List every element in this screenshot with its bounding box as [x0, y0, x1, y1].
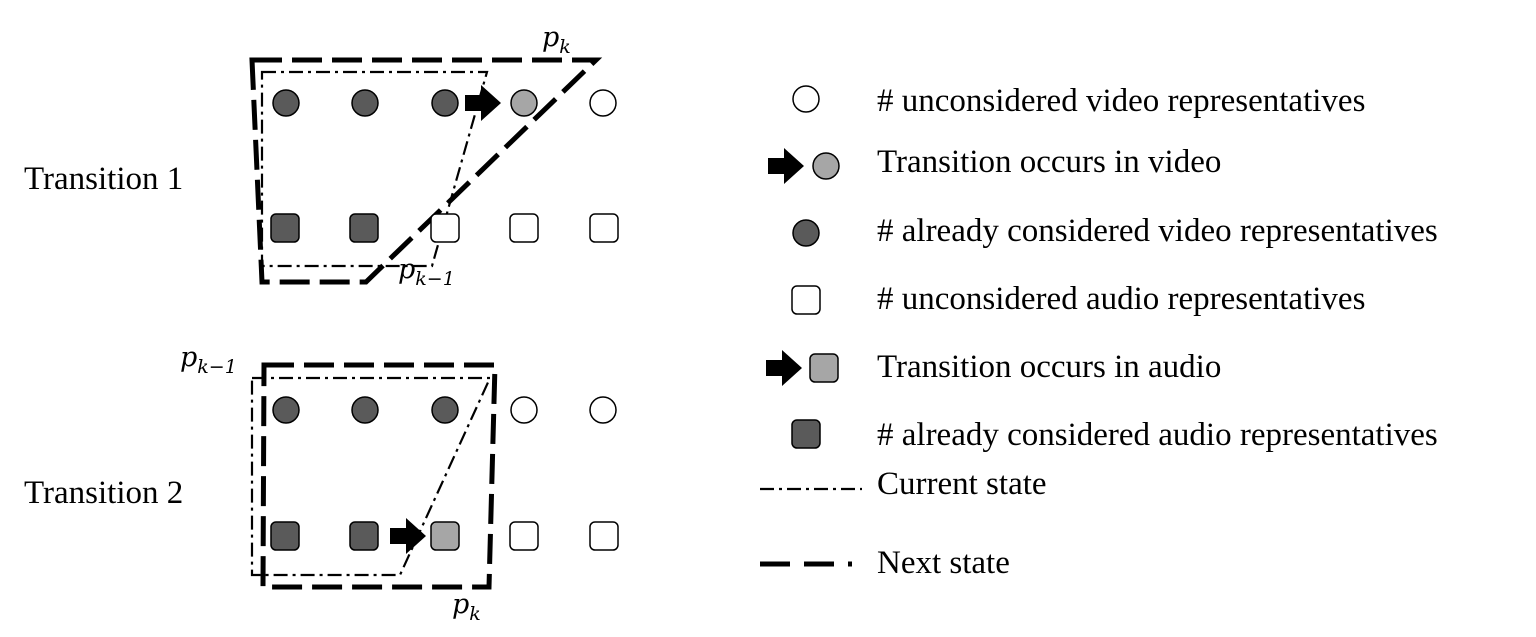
legend-considered-audio-symbol: [791, 419, 821, 449]
unconsidered-video-representative: [589, 89, 617, 117]
legend-considered-video-label: # already considered video representativ…: [877, 213, 1438, 249]
unconsidered-video-representative: [510, 396, 538, 424]
considered-video-representative: [431, 396, 459, 424]
legend-unconsidered-audio-label: # unconsidered audio representatives: [877, 281, 1365, 317]
legend-transition-video-symbol: [812, 152, 840, 180]
transition-audio-representative: [430, 521, 460, 551]
considered-audio-representative: [270, 213, 300, 243]
considered-audio-representative: [270, 521, 300, 551]
considered-audio-representative: [349, 521, 379, 551]
transition-1-title: Transition 1: [24, 161, 183, 197]
transition-2-current-state-boundary: [250, 376, 492, 577]
transition-1-current-state-boundary: [260, 70, 489, 268]
considered-video-representative: [431, 89, 459, 117]
transition-arrow-icon: [390, 518, 426, 554]
transition-video-representative: [510, 89, 538, 117]
legend-transition-audio-symbol: [809, 353, 839, 383]
legend: # unconsidered video representatives Tra…: [760, 83, 1438, 581]
transition-2-panel: Transition 2 pk−1 pk: [24, 342, 619, 625]
legend-next-state-label: Next state: [877, 545, 1010, 581]
transition-2-pk-minus-1-label: pk−1: [180, 342, 237, 378]
considered-video-representative: [272, 89, 300, 117]
unconsidered-video-representative: [589, 396, 617, 424]
unconsidered-audio-representative: [430, 213, 460, 243]
legend-unconsidered-video-symbol: [792, 85, 820, 113]
legend-unconsidered-audio-symbol: [791, 285, 821, 315]
legend-considered-video-symbol: [792, 219, 820, 247]
transition-2-pk-label: pk: [452, 589, 481, 625]
considered-video-representative: [351, 89, 379, 117]
unconsidered-audio-representative: [509, 521, 539, 551]
considered-video-representative: [272, 396, 300, 424]
transition-1-pk-label: pk: [542, 22, 571, 58]
legend-transition-arrow-icon: [766, 350, 802, 386]
transition-arrow-icon: [465, 85, 501, 121]
transition-2-title: Transition 2: [24, 475, 183, 511]
considered-video-representative: [351, 396, 379, 424]
unconsidered-audio-representative: [589, 521, 619, 551]
considered-audio-representative: [349, 213, 379, 243]
unconsidered-audio-representative: [509, 213, 539, 243]
legend-considered-audio-label: # already considered audio representativ…: [877, 417, 1438, 453]
transition-2-next-state-boundary: [260, 362, 498, 590]
legend-transition-video-label: Transition occurs in video: [877, 144, 1221, 180]
legend-unconsidered-video-label: # unconsidered video representatives: [877, 83, 1365, 119]
unconsidered-audio-representative: [589, 213, 619, 243]
legend-current-state-label: Current state: [877, 466, 1047, 502]
legend-transition-arrow-icon: [768, 148, 804, 184]
transition-1-next-state-boundary: [249, 57, 603, 285]
transition-1-pk-minus-1-label: pk−1: [398, 254, 455, 290]
transition-1-panel: Transition 1 pk pk−1: [24, 22, 619, 290]
legend-transition-audio-label: Transition occurs in audio: [877, 349, 1221, 385]
